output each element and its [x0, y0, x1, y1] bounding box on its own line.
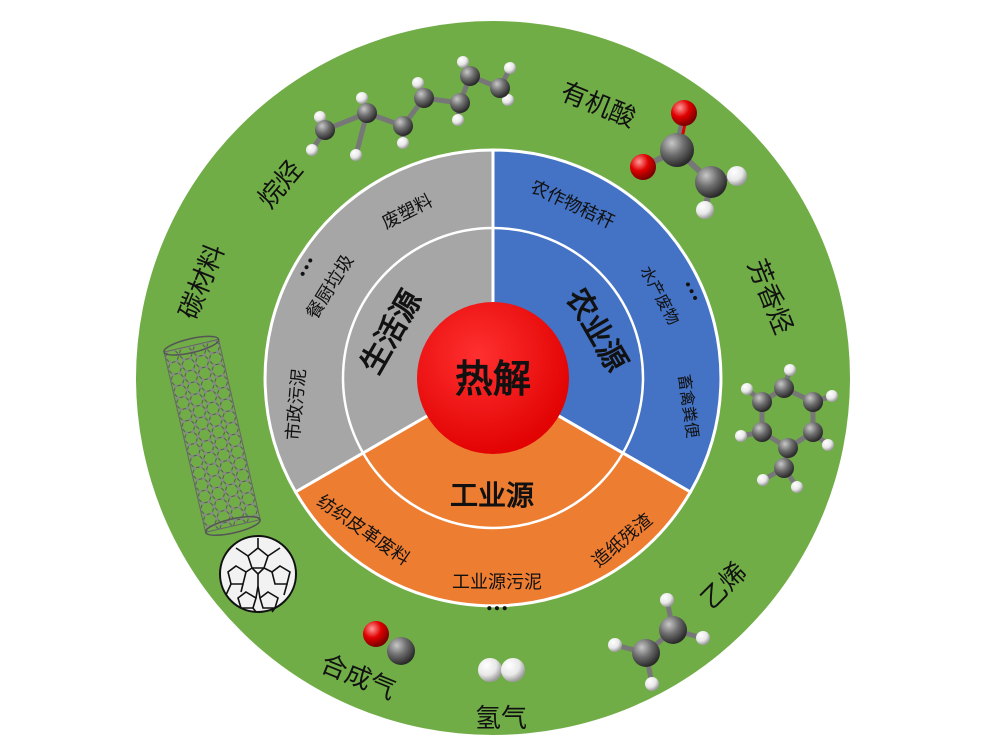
alkane-molecule-icon: [306, 56, 516, 161]
industrial-item-ellipsis: ...: [486, 590, 509, 616]
center-disc: [417, 302, 569, 454]
center-label: 热解: [455, 356, 531, 401]
industrial-sector: [293, 376, 693, 608]
acetic-acid-molecule-icon: [630, 100, 747, 219]
hydrogen-molecule-icon: [478, 658, 525, 682]
fullerene-icon: [219, 535, 297, 613]
syngas-molecule-icon: [363, 621, 415, 665]
industrial-item-sludge: 工业源污泥: [452, 572, 542, 593]
aromatic-molecule-icon: [735, 364, 838, 493]
product-hydrogen: 氢气: [475, 704, 527, 734]
ethylene-molecule-icon: [608, 593, 710, 691]
industrial-label: 工业源: [450, 479, 534, 512]
carbon-nanotube-icon: [163, 335, 261, 536]
inner-ring-divider: [341, 226, 645, 530]
